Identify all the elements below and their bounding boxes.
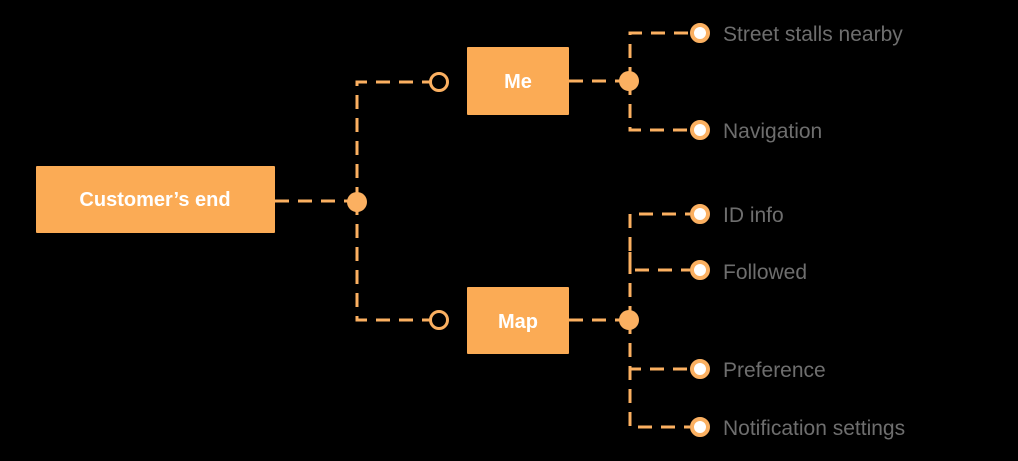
node-root: Customer’s end — [36, 166, 275, 233]
connector-junction-me — [355, 80, 430, 201]
connector-map-followed — [628, 252, 690, 272]
leaf-id-info: ID info — [723, 204, 784, 227]
node-me-box — [467, 47, 569, 115]
node-map: Map — [467, 287, 569, 354]
endpoint-me-circle — [429, 72, 449, 92]
leaf-followed: Followed — [723, 261, 807, 284]
bullet-id-info — [690, 204, 710, 224]
node-root-box — [36, 166, 275, 233]
endpoint-map-circle — [429, 310, 449, 330]
bullet-notification-settings — [690, 417, 710, 437]
node-map-box — [467, 287, 569, 354]
connector-map-notification — [628, 320, 690, 429]
node-root-label: Customer’s end — [79, 189, 230, 211]
connector-junction-map — [355, 201, 430, 322]
bullet-preference — [690, 359, 710, 379]
node-map-label: Map — [498, 311, 538, 333]
node-me-label: Me — [504, 71, 532, 93]
connector-me-street-stalls — [628, 31, 690, 81]
connector-map-id-info — [628, 212, 690, 320]
leaf-navigation: Navigation — [723, 120, 822, 143]
leaf-preference: Preference — [723, 359, 826, 382]
node-me: Me — [467, 47, 569, 115]
connectors — [275, 31, 690, 429]
leaf-notification-settings: Notification settings — [723, 417, 905, 440]
junction-me-dot — [619, 71, 639, 91]
junction-root-dot — [347, 192, 367, 212]
bullet-followed — [690, 260, 710, 280]
connector-map-preference — [628, 320, 690, 371]
bullet-navigation — [690, 120, 710, 140]
bullet-street-stalls — [690, 23, 710, 43]
junction-map-dot — [619, 310, 639, 330]
connector-me-navigation — [628, 81, 690, 132]
leaf-street-stalls: Street stalls nearby — [723, 23, 903, 46]
